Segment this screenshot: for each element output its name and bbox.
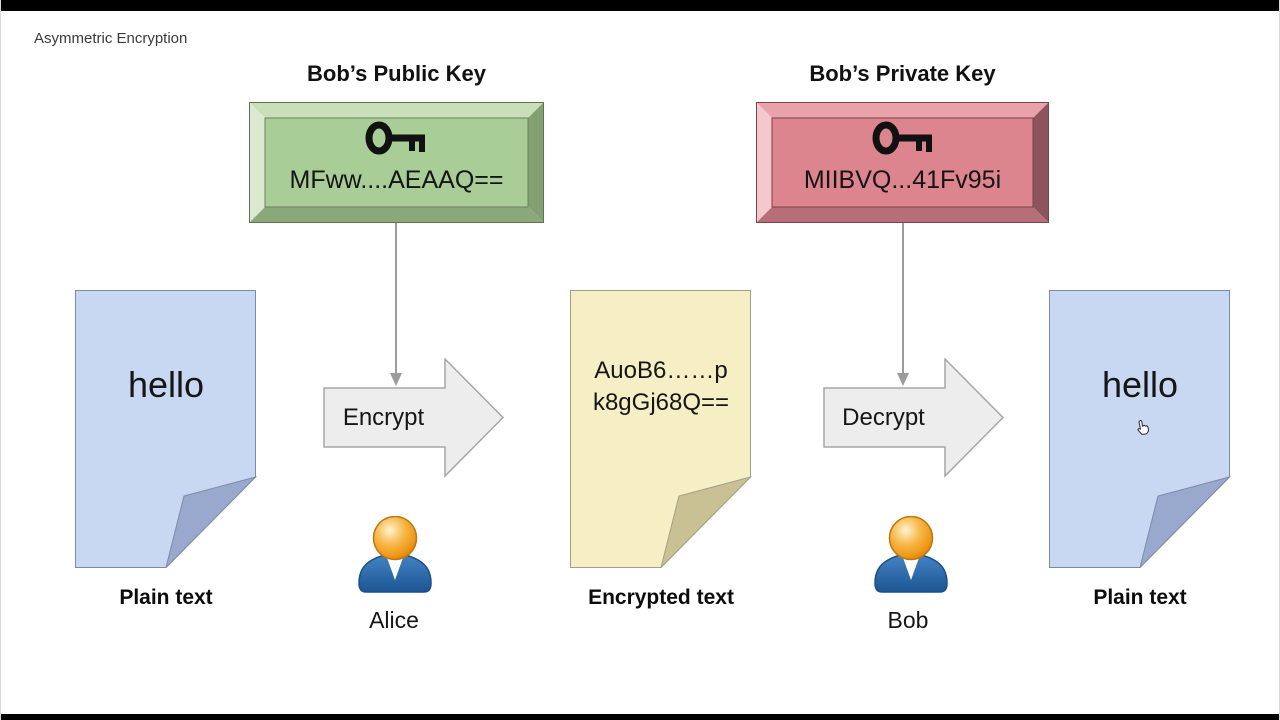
- hand-cursor-icon: [1133, 419, 1151, 438]
- plain-text-doc-right: [1049, 290, 1231, 568]
- public-key-connector-arrow: [388, 223, 404, 387]
- alice-person-icon: [357, 516, 433, 594]
- alice-label: Alice: [369, 607, 419, 633]
- bob-person-icon: [873, 516, 949, 594]
- letterbox-bottom: [1, 714, 1279, 720]
- public-key-icon: [365, 121, 427, 155]
- private-key-icon: [872, 121, 934, 155]
- encrypted-doc: [570, 290, 752, 568]
- plain-text-right-label: Plain text: [1093, 586, 1187, 609]
- public-key-title: Bob’s Public Key: [307, 61, 486, 86]
- letterbox-top: [1, 0, 1279, 11]
- plain-text-right-content: hello: [1101, 364, 1179, 405]
- decrypt-label: Decrypt: [842, 404, 925, 431]
- private-key-value: MIIBVQ...41Fv95i: [803, 166, 1002, 194]
- bob-label: Bob: [887, 607, 929, 633]
- encrypted-doc-label: Encrypted text: [588, 586, 734, 609]
- encrypt-label: Encrypt: [342, 404, 425, 431]
- public-key-box: [249, 102, 544, 223]
- encrypted-line-1: AuoB6……p: [594, 357, 728, 384]
- plain-text-doc-left: [75, 290, 257, 568]
- private-key-box: [756, 102, 1049, 223]
- plain-text-left-label: Plain text: [119, 586, 213, 609]
- encrypted-doc-content: AuoB6……p k8gGj68Q==: [570, 355, 752, 419]
- encrypted-line-2: k8gGj68Q==: [592, 389, 730, 416]
- public-key-value: MFww....AEAAQ==: [289, 166, 504, 194]
- private-key-connector-arrow: [895, 223, 911, 387]
- encrypt-arrow: [323, 358, 505, 478]
- private-key-title: Bob’s Private Key: [809, 61, 996, 86]
- slide-title: Asymmetric Encryption: [34, 30, 188, 47]
- plain-text-left-content: hello: [127, 364, 205, 405]
- decrypt-arrow: [823, 358, 1005, 478]
